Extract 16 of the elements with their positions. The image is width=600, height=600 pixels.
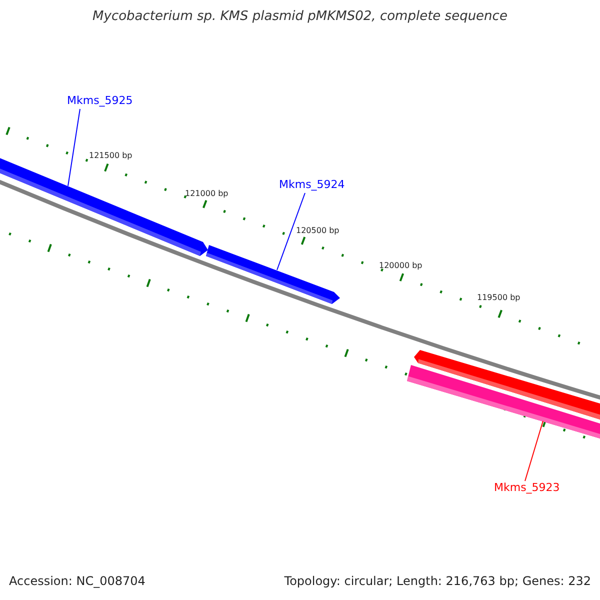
info-text: Accession: NC_008704 [9, 574, 146, 588]
gene-label: Mkms_5924 [279, 178, 345, 192]
gene-arrow [206, 245, 340, 304]
leader-line [524, 420, 544, 482]
diagram-title: Mycobacterium sp. KMS plasmid pMKMS02, complete sequence [92, 9, 508, 25]
leader-line [276, 192, 306, 270]
info-text: Topology: circular; Length: 216,763 bp; Genes: 232 [284, 574, 591, 588]
position-label: 120500 bp [296, 226, 340, 236]
position-label: 121000 bp [185, 189, 228, 199]
position-label: 121500 bp [89, 151, 132, 161]
gene-label: Mkms_5923 [494, 481, 560, 494]
leader-line [68, 108, 80, 186]
position-label: 120000 bp [379, 261, 422, 271]
gene-bar [407, 365, 600, 440]
position-label: 119500 bp [477, 293, 520, 303]
gene-label: Mkms_5925 [67, 94, 133, 108]
